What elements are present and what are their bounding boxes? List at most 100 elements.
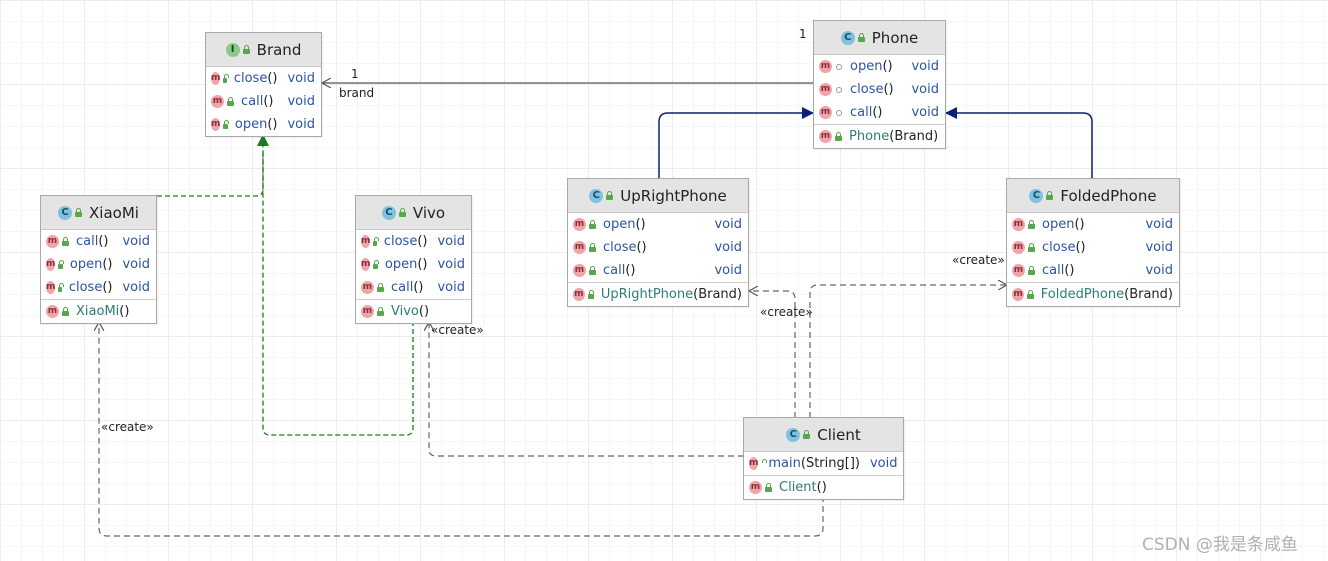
class-name: UpRightPhone <box>620 186 727 205</box>
class-uprightphone[interactable]: C UpRightPhone m open() void m close() v… <box>567 178 749 307</box>
method-icon: m <box>361 305 374 318</box>
method-return-type: void <box>1145 263 1173 278</box>
constructor-row[interactable]: m Phone(Brand) <box>814 124 945 148</box>
public-lock-icon <box>242 45 250 54</box>
create-label-vivo: «create» <box>431 323 484 337</box>
public-lock-icon <box>398 208 406 217</box>
method-icon: m <box>1012 288 1025 301</box>
class-client[interactable]: C Client m main(String[]) void m Client(… <box>743 417 904 500</box>
method-row[interactable]: m call() void <box>568 259 748 282</box>
class-name: Phone <box>871 28 919 47</box>
method-name: call <box>241 94 264 109</box>
class-name: Vivo <box>412 203 446 222</box>
class-vivo[interactable]: C Vivo m close() void m open() void m ca… <box>355 195 472 324</box>
public-lock-icon <box>587 290 594 299</box>
public-lock-icon <box>58 260 66 269</box>
class-icon: C <box>58 205 73 220</box>
constructor-name: Client <box>779 480 817 495</box>
phone-multiplicity-label: 1 <box>799 27 807 41</box>
constructor-params: () <box>119 304 130 319</box>
method-row[interactable]: m close() void <box>356 230 471 253</box>
constructor-row[interactable]: m Vivo() <box>356 299 471 323</box>
method-row[interactable]: m close() void <box>206 67 321 90</box>
public-lock-icon <box>1028 220 1035 229</box>
method-row[interactable]: m open() void <box>41 253 156 276</box>
public-lock-icon <box>803 430 811 439</box>
method-icon: m <box>361 235 371 248</box>
method-params: () <box>636 240 647 255</box>
method-row[interactable]: m open() void <box>356 253 471 276</box>
method-row[interactable]: m call() void <box>814 101 945 124</box>
method-params: () <box>1075 240 1086 255</box>
class-phone[interactable]: C Phone m open() void m close() void m c… <box>813 20 946 149</box>
method-icon: m <box>211 118 221 131</box>
method-name: close <box>233 71 268 86</box>
class-brand[interactable]: I Brand m close() void m call() void m o… <box>205 32 322 137</box>
method-return-type: void <box>122 234 150 249</box>
class-icon: C <box>786 427 801 442</box>
realization-vivo-brand <box>262 150 414 436</box>
public-lock-icon <box>1046 191 1054 200</box>
constructor-row[interactable]: m FoldedPhone(Brand) <box>1007 282 1179 306</box>
method-row[interactable]: m open() void <box>568 213 748 236</box>
create-client-folded <box>809 285 1007 418</box>
method-params: () <box>102 257 113 272</box>
realization-xiaomi-brand <box>157 134 269 197</box>
constructor-row[interactable]: m Client() <box>744 475 903 499</box>
public-lock-icon <box>589 220 596 229</box>
method-row[interactable]: m call() void <box>206 90 321 113</box>
method-row[interactable]: m call() void <box>1007 259 1179 282</box>
method-params: () <box>625 263 636 278</box>
method-params: () <box>267 117 278 132</box>
method-name: close <box>383 234 418 249</box>
class-icon: C <box>840 30 855 45</box>
method-icon: m <box>749 481 762 494</box>
constructor-row[interactable]: m XiaoMi() <box>41 299 156 323</box>
method-params: () <box>1074 217 1085 232</box>
method-return-type: void <box>122 257 150 272</box>
constructor-params: (Brand) <box>889 129 939 144</box>
method-row[interactable]: m close() void <box>41 276 156 299</box>
public-lock-icon <box>62 237 69 246</box>
method-row[interactable]: m close() void <box>1007 236 1179 259</box>
method-row[interactable]: m open() void <box>206 113 321 136</box>
method-row[interactable]: m call() void <box>41 230 156 253</box>
constructor-name: XiaoMi <box>76 304 120 319</box>
constructor-row[interactable]: m UpRightPhone(Brand) <box>568 282 748 306</box>
class-header: C Vivo <box>356 196 471 230</box>
class-icon: C <box>589 188 604 203</box>
create-client-vivo <box>429 322 744 457</box>
method-return-type: void <box>1145 240 1173 255</box>
class-icon: C <box>381 205 396 220</box>
method-return-type: void <box>287 71 315 86</box>
method-params: () <box>417 257 428 272</box>
method-params: () <box>872 105 883 120</box>
class-header: C Phone <box>814 21 945 55</box>
method-row[interactable]: m close() void <box>568 236 748 259</box>
method-row[interactable]: m close() void <box>814 78 945 101</box>
class-header: C XiaoMi <box>41 196 156 230</box>
static-method-icon: m <box>749 457 759 470</box>
class-header: C Client <box>744 418 903 452</box>
brand-role-label: brand <box>339 86 375 100</box>
constructor-name: UpRightPhone <box>600 287 694 302</box>
method-return-type: void <box>287 117 315 132</box>
method-icon: m <box>819 83 832 96</box>
method-return-type: void <box>911 82 939 97</box>
method-name: call <box>603 263 626 278</box>
class-icon: C <box>1029 188 1044 203</box>
method-row[interactable]: m call() void <box>356 276 471 299</box>
method-row[interactable]: m main(String[]) void <box>744 452 903 475</box>
method-icon: m <box>819 106 832 119</box>
method-icon: m <box>573 288 585 301</box>
method-name: open <box>1042 217 1075 232</box>
class-foldedphone[interactable]: C FoldedPhone m open() void m close() vo… <box>1006 178 1180 307</box>
method-name: close <box>850 82 884 97</box>
method-icon: m <box>1012 264 1025 277</box>
method-params: () <box>98 234 109 249</box>
method-row[interactable]: m open() void <box>1007 213 1179 236</box>
method-return-type: void <box>437 234 465 249</box>
class-xiaomi[interactable]: C XiaoMi m call() void m open() void m c… <box>40 195 157 324</box>
public-lock-icon <box>835 132 842 141</box>
method-row[interactable]: m open() void <box>814 55 945 78</box>
